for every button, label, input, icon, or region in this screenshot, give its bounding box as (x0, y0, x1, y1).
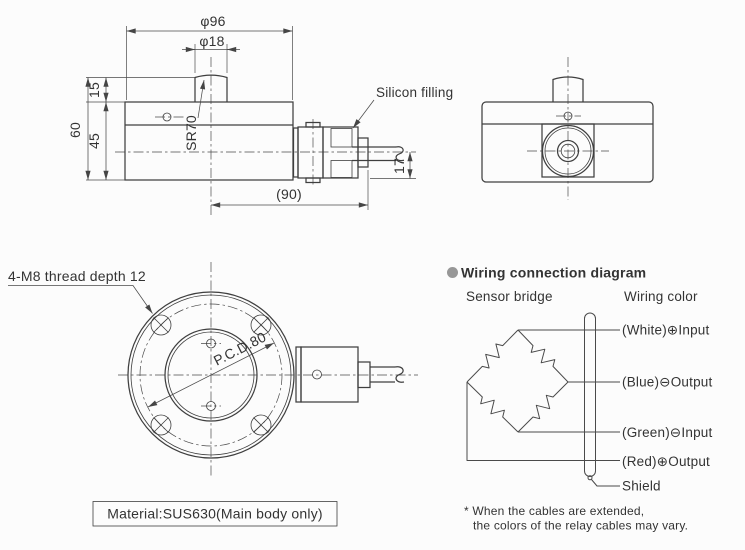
cable-connector (292, 121, 405, 184)
thread-note-label: 4-M8 thread depth 12 (8, 268, 146, 284)
cable-collar (357, 361, 371, 389)
cable-connector (295, 346, 405, 403)
dim-15: 15 (86, 82, 102, 98)
shield-label: Shield (622, 479, 661, 494)
side-view: φ96 φ18 60 15 45 SR70 (90) 17 Silicon fi… (67, 13, 453, 218)
bridge-resistor (517, 329, 569, 383)
wire-label-white-input: (White)⊕Input (622, 323, 709, 338)
bridge-resistor (466, 381, 519, 433)
wiring-title: Wiring connection diagram (461, 265, 646, 281)
dim-phi18: φ18 (199, 33, 224, 49)
bridge-resistor (466, 329, 519, 383)
cable-break-symbol (394, 366, 405, 383)
dim-90: (90) (276, 186, 302, 202)
footnote-line1: * When the cables are extended, (464, 504, 644, 518)
silicon-hatch-top (330, 128, 353, 148)
boss-circle-outer (541, 124, 595, 178)
dim-60: 60 (67, 122, 83, 138)
wire-label-blue-output: (Blue)⊖Output (622, 375, 712, 390)
dim-sr70: SR70 (183, 115, 199, 151)
wiring-diagram: Wiring connection diagram Sensor bridge … (447, 265, 712, 533)
boss-circle-inner (544, 127, 592, 175)
thread-holes (150, 314, 272, 436)
load-button-outline (194, 74, 228, 102)
body-outline (481, 101, 654, 183)
bridge-resistor (517, 381, 569, 433)
front-view (481, 57, 654, 200)
body-chamfer-circle (130, 294, 292, 456)
vent-screw (563, 111, 573, 121)
load-cell-body-outline (124, 101, 294, 181)
dim-17: 17 (391, 158, 407, 174)
top-view: P.C.D.80 4-M8 thread depth 12 Material:S… (8, 262, 418, 527)
footnote-line2: the colors of the relay cables may vary. (473, 519, 688, 533)
cable-gland-inner (560, 143, 576, 159)
sensor-bridge (466, 329, 569, 433)
shield-tip (587, 475, 593, 481)
dim-45: 45 (86, 133, 102, 149)
bolt-circle (139, 303, 283, 447)
material-label: Material:SUS630(Main body only) (107, 506, 323, 522)
wire-label-green-input: (Green)⊖Input (622, 425, 712, 440)
bullet-icon (447, 267, 458, 278)
connector-screw (312, 369, 322, 380)
cable-sheath (584, 312, 596, 477)
wire-label-red-output: (Red)⊕Output (622, 454, 710, 469)
cable-gland-outer (556, 139, 580, 163)
vent-screw (162, 112, 172, 122)
material-box (92, 501, 338, 527)
cable-collar (357, 137, 369, 168)
cable-break-symbol (395, 146, 405, 162)
body-outer-circle (127, 291, 295, 459)
silicon-hatch-bottom (330, 160, 353, 178)
sensor-bridge-label: Sensor bridge (466, 289, 553, 304)
silicon-filling-label: Silicon filling (376, 85, 453, 100)
load-button-outline (552, 76, 584, 102)
wiring-color-label: Wiring color (624, 289, 698, 304)
dim-phi96: φ96 (200, 13, 225, 29)
dim-pcd80: P.C.D.80 (211, 329, 269, 369)
connection-lines (466, 329, 620, 487)
